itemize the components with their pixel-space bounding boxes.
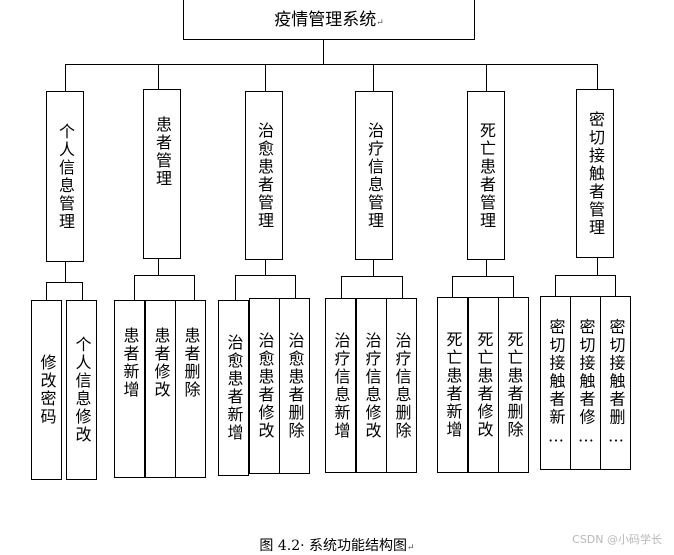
child-drop-5a (452, 276, 453, 297)
child-bus-6 (555, 275, 615, 276)
child-box-cured-add: 治愈患者新增 (218, 300, 249, 476)
module-box-patient: 患者管理 (143, 89, 181, 259)
child-label: 个人信息修改 (72, 336, 92, 444)
child-bus-2 (134, 275, 194, 276)
child-bus-5 (452, 276, 513, 277)
module-box-death: 死亡患者管理 (467, 91, 505, 260)
figure-caption: 图 4.2· 系统功能结构图↵ (259, 538, 415, 554)
module-box-treatment: 治疗信息管理 (355, 91, 393, 260)
child-connector-4 (373, 260, 374, 276)
child-label: 密切接触者删… (606, 318, 626, 448)
module-connector-3 (265, 64, 266, 91)
module-label-contact: 密切接触者管理 (586, 110, 605, 237)
child-bus-4 (341, 276, 402, 277)
child-drop-1b (82, 282, 83, 300)
module-connector-2 (158, 64, 159, 89)
child-box-contact-add: 密切接触者新… (540, 296, 571, 470)
modules-bus (65, 64, 598, 65)
child-label: 密切接触者新… (546, 318, 566, 448)
child-drop-1a (46, 282, 47, 300)
child-box-patient-add: 患者新增 (114, 300, 145, 478)
root-label: 疫情管理系统↵ (274, 10, 384, 30)
child-drop-4b (402, 276, 403, 298)
child-box-change-password: 修改密码 (31, 300, 62, 480)
child-box-contact-delete: 密切接触者删… (600, 296, 631, 470)
module-connector-6 (597, 64, 598, 89)
child-label: 死亡患者删除 (504, 331, 524, 439)
child-label: 患者删除 (181, 326, 201, 399)
child-drop-3b (295, 275, 296, 300)
child-label: 修改密码 (37, 354, 57, 426)
watermark: CSDN @小码学长 (572, 533, 662, 546)
child-box-contact-edit: 密切接触者修… (570, 296, 601, 470)
child-label: 死亡患者新增 (443, 331, 463, 439)
child-connector-6 (597, 258, 598, 275)
child-box-cured-delete: 治愈患者删除 (279, 298, 310, 474)
child-label: 患者新增 (120, 326, 140, 399)
module-label-cured: 治愈患者管理 (255, 121, 274, 230)
child-label: 治疗信息修改 (362, 331, 382, 440)
child-box-death-add: 死亡患者新增 (437, 297, 468, 473)
module-label-personal: 个人信息管理 (56, 122, 75, 231)
child-drop-4a (341, 276, 342, 298)
child-drop-6b (615, 275, 616, 296)
module-label-death: 死亡患者管理 (477, 121, 496, 230)
child-connector-5 (486, 260, 487, 276)
child-drop-2a (134, 275, 135, 300)
module-connector-4 (373, 64, 374, 91)
child-label: 治愈患者修改 (255, 332, 275, 440)
module-box-personal: 个人信息管理 (46, 91, 84, 262)
child-connector-3 (265, 260, 266, 275)
child-label: 患者修改 (151, 326, 171, 399)
child-connector-2 (158, 259, 159, 275)
module-box-contact: 密切接触者管理 (576, 89, 614, 258)
child-box-patient-edit: 患者修改 (145, 300, 176, 478)
child-bus-3 (235, 275, 295, 276)
child-box-treatment-add: 治疗信息新增 (325, 298, 356, 473)
child-drop-2b (194, 275, 195, 300)
child-drop-5b (513, 276, 514, 297)
module-label-treatment: 治疗信息管理 (365, 121, 384, 230)
child-box-treatment-edit: 治疗信息修改 (356, 298, 387, 473)
child-label: 治疗信息删除 (392, 331, 412, 440)
child-label: 治愈患者新增 (224, 334, 244, 442)
child-label: 密切接触者修… (576, 318, 596, 448)
child-drop-3a (235, 275, 236, 300)
child-label: 死亡患者修改 (474, 331, 494, 439)
child-box-death-delete: 死亡患者删除 (498, 297, 529, 473)
module-label-patient: 患者管理 (153, 116, 172, 189)
child-box-edit-profile: 个人信息修改 (66, 300, 97, 480)
root-node: 疫情管理系统↵ (183, 0, 475, 40)
child-label: 治愈患者删除 (285, 332, 305, 440)
child-bus-1 (46, 282, 82, 283)
child-box-treatment-delete: 治疗信息删除 (386, 298, 417, 473)
module-box-cured: 治愈患者管理 (245, 91, 283, 260)
child-box-death-edit: 死亡患者修改 (468, 297, 499, 473)
root-connector (323, 40, 324, 64)
child-box-cured-edit: 治愈患者修改 (249, 298, 280, 474)
child-box-patient-delete: 患者删除 (175, 300, 206, 478)
child-connector-1 (65, 262, 66, 282)
child-label: 治疗信息新增 (331, 331, 351, 440)
child-drop-6a (555, 275, 556, 296)
module-connector-1 (65, 64, 66, 91)
module-connector-5 (486, 64, 487, 91)
